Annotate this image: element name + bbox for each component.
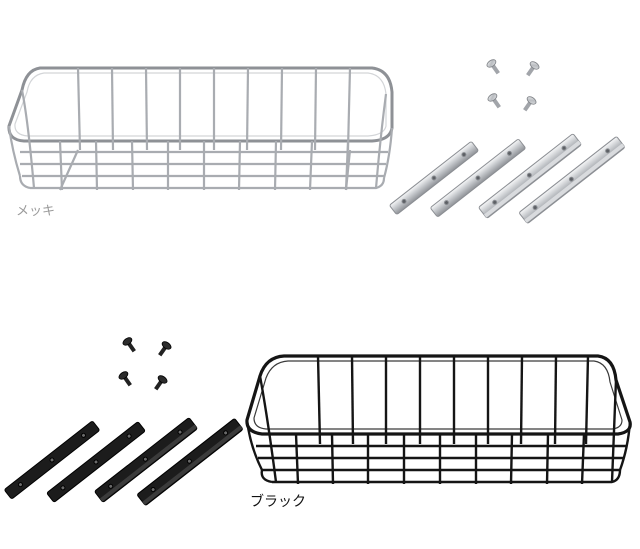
silver-screws <box>486 59 540 112</box>
variant-label-black: ブラック <box>250 494 306 510</box>
silver-wire-basket <box>7 66 394 191</box>
black-brackets <box>4 417 243 506</box>
variant-label-plated: メッキ <box>16 204 56 219</box>
black-wire-basket <box>245 354 632 485</box>
silver-brackets <box>389 133 625 224</box>
black-screws <box>118 337 172 391</box>
